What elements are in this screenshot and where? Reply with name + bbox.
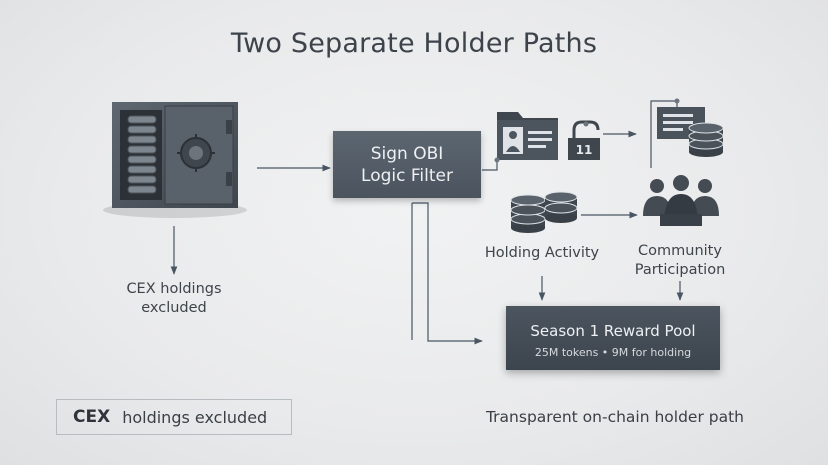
- diagram-title: Two Separate Holder Paths: [230, 28, 598, 59]
- cex-strong-label: CEX: [73, 407, 111, 427]
- cex-label-line1: CEX holdings: [126, 281, 222, 297]
- holding-activity-label: Holding Activity: [484, 245, 600, 261]
- community-line2: Participation: [634, 262, 726, 278]
- coin-stack-icon: [688, 122, 724, 157]
- cex-excluded-label: CEX holdings excluded: [96, 280, 252, 318]
- pool-subtitle: 25M tokens • 9M for holding: [534, 346, 692, 359]
- footer-caption: Transparent on-chain holder path: [485, 408, 745, 426]
- cex-rest-label: holdings excluded: [122, 407, 268, 427]
- padlock-number: 11: [576, 143, 593, 157]
- logic-filter-box: Sign OBI Logic Filter: [333, 131, 481, 198]
- cex-summary-box: CEX holdings excluded: [56, 399, 292, 435]
- reward-pool-box: Season 1 Reward Pool 25M tokens • 9M for…: [506, 306, 720, 370]
- community-icon: [643, 175, 719, 226]
- safe-icon: [103, 102, 247, 218]
- coin-stack-icon: [510, 191, 578, 233]
- pool-title: Season 1 Reward Pool: [530, 322, 696, 340]
- filter-line2: Logic Filter: [361, 165, 453, 186]
- community-label: Community Participation: [612, 242, 748, 280]
- cex-label-line2: excluded: [141, 300, 207, 316]
- community-line1: Community: [638, 243, 722, 259]
- filter-line1: Sign OBI: [370, 143, 444, 164]
- connector-lines: [170, 100, 684, 345]
- padlock-icon: 11: [568, 120, 600, 160]
- id-card-icon: [497, 112, 558, 160]
